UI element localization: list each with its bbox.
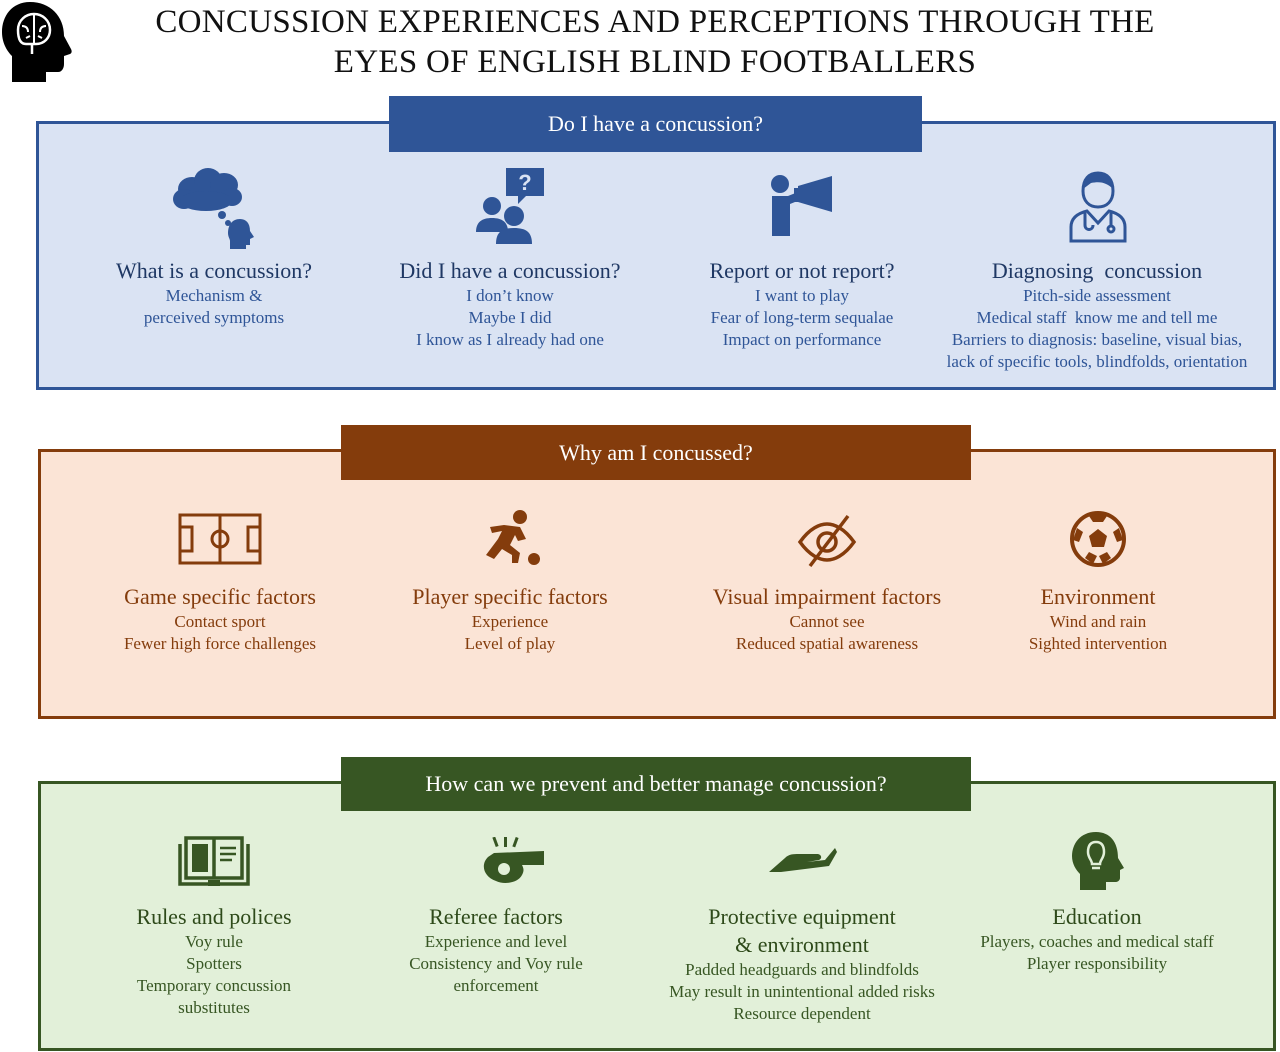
item-line: Cannot see xyxy=(789,612,865,631)
page-title-line-1: CONCUSSION EXPERIENCES AND PERCEPTIONS T… xyxy=(155,4,1155,40)
football-pitch-icon xyxy=(178,513,262,565)
item-line: enforcement xyxy=(453,976,539,995)
item-heading: Visual impairment factors xyxy=(712,584,942,609)
section-label-why-am-i-concussed: Why am I concussed? xyxy=(341,425,971,480)
whistle-icon xyxy=(483,837,544,883)
people-question-icon: ? xyxy=(476,168,544,244)
item-report-or-not: Report or not report? I want to play Fea… xyxy=(682,257,922,351)
item-line: Pitch-side assessment xyxy=(1023,286,1171,305)
item-environment: Environment Wind and rain Sighted interv… xyxy=(1000,583,1196,655)
item-line: May result in unintentional added risks xyxy=(669,982,935,1001)
item-heading: Rules and polices xyxy=(136,904,292,929)
item-line: Mechanism & xyxy=(165,286,263,305)
item-line: Temporary concussion xyxy=(136,976,292,995)
open-book-icon xyxy=(178,836,250,886)
item-line: Experience and level xyxy=(424,932,568,951)
item-heading: Diagnosing concussion xyxy=(991,258,1203,283)
item-referee-factors: Referee factors Experience and level Con… xyxy=(386,903,606,997)
item-line: perceived symptoms xyxy=(143,308,285,327)
page-title-line-2: EYES OF ENGLISH BLIND FOOTBALLERS xyxy=(333,44,977,80)
item-education: Education Players, coaches and medical s… xyxy=(962,903,1232,975)
item-heading: What is a concussion? xyxy=(115,258,313,283)
item-heading: Protective equipment xyxy=(708,904,896,929)
brain-head-icon xyxy=(2,2,72,82)
item-protective-equipment: Protective equipment & environment Padde… xyxy=(652,903,952,1025)
item-line: Resource dependent xyxy=(733,1004,871,1023)
item-line: Voy rule xyxy=(185,932,243,951)
item-heading: & environment xyxy=(735,932,869,957)
doctor-stethoscope-icon xyxy=(1069,171,1127,243)
item-game-specific-factors: Game specific factors Contact sport Fewe… xyxy=(100,583,340,655)
soccer-ball-icon xyxy=(1070,511,1126,567)
item-rules-and-polices: Rules and polices Voy rule Spotters Temp… xyxy=(104,903,324,1019)
item-line: Wind and rain xyxy=(1049,612,1147,631)
item-heading: Education xyxy=(1052,904,1142,929)
item-line: Reduced spatial awareness xyxy=(735,634,919,653)
item-diagnosing-concussion: Diagnosing concussion Pitch-side assessm… xyxy=(936,257,1258,373)
item-heading: Game specific factors xyxy=(124,584,316,609)
thought-cloud-head-icon xyxy=(173,168,254,249)
item-heading: Report or not report? xyxy=(709,258,895,283)
item-line: Sighted intervention xyxy=(1028,634,1168,653)
item-heading: Environment xyxy=(1040,584,1156,609)
item-player-specific-factors: Player specific factors Experience Level… xyxy=(390,583,630,655)
item-line: Padded headguards and blindfolds xyxy=(685,960,919,979)
eye-slash-icon xyxy=(797,514,857,568)
item-line: Fewer high force challenges xyxy=(123,634,317,653)
item-line: Contact sport xyxy=(174,612,266,631)
item-what-is-concussion: What is a concussion? Mechanism & percei… xyxy=(104,257,324,329)
item-line: I want to play xyxy=(755,286,849,305)
item-heading: Referee factors xyxy=(429,904,563,929)
head-lightbulb-icon xyxy=(1072,832,1124,890)
item-line: Player responsibility xyxy=(1026,954,1168,973)
item-visual-impairment-factors: Visual impairment factors Cannot see Red… xyxy=(696,583,958,655)
svg-text:?: ? xyxy=(518,170,531,195)
item-line: Experience xyxy=(471,612,549,631)
item-line: Players, coaches and medical staff xyxy=(980,932,1214,951)
item-line: Barriers to diagnosis: baseline, visual … xyxy=(951,330,1243,349)
item-line: Fear of long-term sequalae xyxy=(710,308,894,327)
item-did-i-have-concussion: Did I have a concussion? I don’t know Ma… xyxy=(380,257,640,351)
item-heading: Did I have a concussion? xyxy=(399,258,621,283)
item-line: Medical staff know me and tell me xyxy=(976,308,1218,327)
protective-hand-icon xyxy=(769,848,837,872)
item-line: substitutes xyxy=(178,998,250,1017)
section-label-prevent-and-manage: How can we prevent and better manage con… xyxy=(341,757,971,811)
item-heading: Player specific factors xyxy=(412,584,608,609)
item-line: Spotters xyxy=(186,954,242,973)
item-line: lack of specific tools, blindfolds, orie… xyxy=(946,352,1248,371)
section-do-i-have-concussion xyxy=(36,121,1276,390)
item-line: Impact on performance xyxy=(722,330,882,349)
item-line: Consistency and Voy rule xyxy=(409,954,583,973)
item-line: I know as I already had one xyxy=(416,330,604,349)
item-line: Maybe I did xyxy=(468,308,552,327)
section-label-do-i-have-concussion: Do I have a concussion? xyxy=(389,96,922,152)
player-kicking-icon xyxy=(486,510,540,565)
page-title: CONCUSSION EXPERIENCES AND PERCEPTIONS T… xyxy=(100,2,1210,82)
person-megaphone-icon xyxy=(771,175,832,236)
item-line: Level of play xyxy=(464,634,556,653)
item-line: I don’t know xyxy=(466,286,554,305)
